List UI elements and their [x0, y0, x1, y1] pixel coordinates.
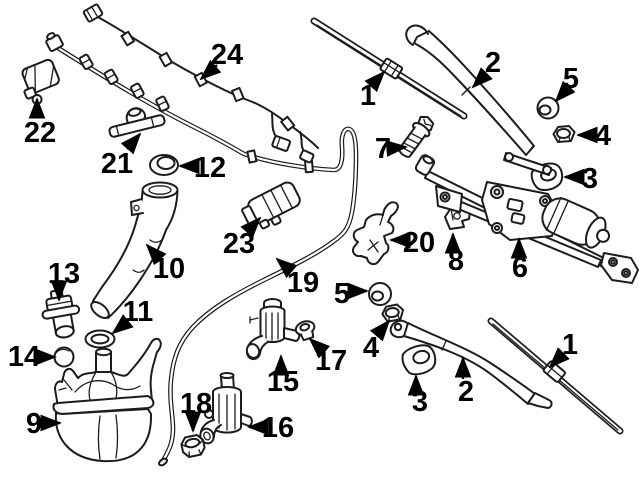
callout-arrow-1-top — [364, 70, 386, 93]
callout-label-11: 11 — [123, 296, 154, 328]
callout-arrow-1-bottom — [548, 347, 570, 369]
washer-nozzle-13 — [41, 289, 81, 339]
callout-label-15: 15 — [267, 366, 299, 398]
callout-arrow-21 — [120, 132, 142, 155]
callout-label-8: 8 — [448, 245, 464, 277]
hose-connector-22 — [21, 58, 60, 105]
tee-connector-21 — [108, 107, 166, 138]
callout-label-17: 17 — [315, 345, 347, 377]
pivot-cap-bottom — [401, 344, 437, 376]
callout-label-12: 12 — [194, 152, 226, 184]
callout-label-1-bottom: 1 — [562, 329, 578, 361]
filler-pipe-10 — [90, 181, 179, 319]
callout-arrow-23 — [240, 216, 262, 239]
callout-label-2-top: 2 — [485, 47, 501, 79]
callout-label-14: 14 — [8, 341, 40, 373]
callout-label-3-bottom: 3 — [412, 386, 428, 418]
washer-reservoir-9 — [52, 337, 162, 463]
pivot-nut-bottom — [381, 303, 405, 323]
callout-arrow-10 — [145, 243, 167, 266]
callout-arrow-5-top — [554, 80, 576, 103]
washer-pump-16 — [199, 372, 253, 445]
callout-label-22: 22 — [24, 117, 56, 149]
callout-arrow-11 — [111, 314, 134, 335]
callout-label-20: 20 — [403, 227, 435, 259]
callout-label-5-bottom: 5 — [334, 278, 350, 310]
callout-label-6: 6 — [512, 252, 528, 284]
mount-bracket-20 — [351, 201, 399, 266]
callout-label-4-top: 4 — [595, 120, 611, 152]
gasket-11 — [84, 329, 116, 349]
pump-grommet-17 — [294, 320, 316, 342]
grommet-12 — [149, 154, 179, 176]
pivot-nut-top — [552, 125, 576, 143]
callout-label-4-bottom: 4 — [363, 332, 379, 364]
washer-hose — [45, 32, 359, 467]
callout-label-24: 24 — [211, 39, 243, 71]
wiper-motor-linkage-6 — [414, 152, 639, 284]
callout-label-3-top: 3 — [582, 163, 598, 195]
wiring-harness — [82, 3, 319, 164]
callout-labels: 22 24 21 12 10 13 11 14 9 23 19 15 17 18… — [8, 39, 611, 444]
bolt-7 — [398, 115, 435, 158]
pivot-grommet-top — [536, 96, 560, 120]
callout-label-18: 18 — [180, 388, 212, 420]
cap-14 — [53, 346, 75, 368]
callout-arrows — [28, 59, 598, 436]
callout-label-16: 16 — [262, 412, 294, 444]
wiper-arm-top — [405, 24, 535, 156]
wiper-arm-bottom — [389, 319, 553, 409]
callout-label-21: 21 — [101, 148, 133, 180]
washer-pump-15 — [245, 298, 301, 361]
callout-arrow-24 — [199, 59, 222, 81]
callout-label-23: 23 — [223, 228, 255, 260]
pivot-grommet-bottom — [368, 282, 392, 306]
nut-18 — [180, 433, 206, 459]
callout-label-7: 7 — [375, 133, 391, 165]
wiper-blade-top — [310, 17, 468, 120]
pump-motor-23 — [241, 181, 301, 230]
callout-label-9: 9 — [26, 408, 42, 440]
callout-arrow-17 — [308, 337, 331, 359]
callout-label-19: 19 — [287, 267, 319, 299]
callout-label-1-top: 1 — [360, 80, 376, 112]
callout-arrow-7 — [385, 140, 408, 157]
callout-label-5-top: 5 — [563, 63, 579, 95]
callout-label-2-bottom: 2 — [458, 376, 474, 408]
callout-arrow-2-top — [471, 67, 493, 89]
callout-arrow-19 — [275, 257, 298, 279]
callout-label-10: 10 — [153, 253, 185, 285]
callout-label-13: 13 — [48, 258, 80, 290]
callout-arrow-4-bottom — [369, 319, 391, 342]
